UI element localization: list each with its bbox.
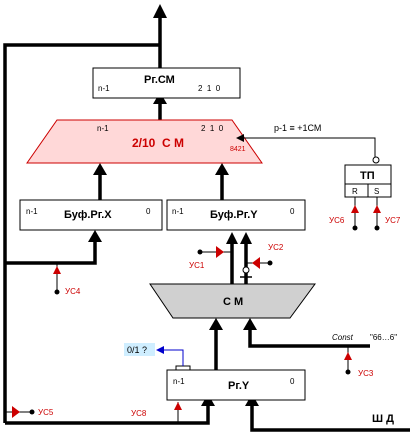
bus-arrowheads: [88, 4, 259, 406]
control-label-us7: УС7: [385, 216, 401, 225]
bufy-msb: n-1: [172, 207, 184, 216]
adder-in-right-arrowhead: [215, 163, 229, 175]
register-cm-digits: 2 1 0: [198, 84, 221, 93]
bufy-in-arrowhead-a: [226, 232, 238, 244]
const-to-cm-bus: [248, 324, 370, 348]
rgy-msb: n-1: [173, 377, 185, 386]
control-label-us8: УС8: [131, 409, 147, 418]
carry-input: p-1 ≡ +1СМ: [236, 123, 376, 162]
output-arrowhead: [153, 4, 167, 18]
cm-in-arrowhead-b: [243, 318, 257, 330]
control-label-us6: УС6: [329, 216, 345, 225]
control-label-us1: УС1: [189, 261, 205, 270]
tp-label: ТП: [360, 170, 375, 182]
carry-label: p-1 ≡ +1СМ: [274, 123, 321, 133]
left-bus-loop: [3, 43, 160, 423]
adder-msb: n-1: [97, 124, 109, 133]
bufx-feed-bus: [5, 235, 97, 265]
cm-label: С М: [223, 296, 243, 308]
constant-input: Const "66…6" УС3: [332, 333, 397, 378]
register-cm-label: Рг.СМ: [144, 74, 175, 86]
const-value: "66…6": [370, 333, 397, 342]
control-us5: УС5: [5, 406, 54, 418]
control-label-us4: УС4: [65, 287, 81, 296]
control-us8: УС8: [131, 402, 182, 423]
register-cm: n-1 Рг.СМ 2 1 0: [92, 67, 241, 99]
bcd-adder: n-1 2 1 0 2/10 С М 8421: [26, 119, 263, 164]
buffer-register-y: n-1 Буф.Рг.Y 0: [166, 199, 306, 231]
data-bus-label: Ш Д: [372, 413, 394, 425]
adder-digits: 2 1 0: [201, 124, 224, 133]
adder-subscript: 8421: [230, 146, 246, 153]
bus-lines: [3, 14, 410, 432]
rgy-label: Рг.Y: [228, 380, 250, 392]
sign-query: 0/1 ?: [124, 343, 184, 366]
register-cm-msb: n-1: [98, 84, 110, 93]
bus-into-rgy-b: [250, 400, 410, 432]
adder-label: 2/10 С М: [132, 136, 184, 150]
control-label-us2: УС2: [268, 243, 284, 252]
tp-r: R: [352, 187, 358, 196]
bufy-label: Буф.Рг.Y: [210, 209, 258, 221]
control-label-us3: УС3: [358, 369, 374, 378]
bufy-in-arrowhead-b: [240, 232, 252, 244]
bufx-msb: n-1: [26, 207, 38, 216]
tp-s: S: [374, 187, 379, 196]
const-word: Const: [332, 333, 354, 342]
control-label-us5: УС5: [38, 408, 54, 417]
query-label: 0/1 ?: [127, 345, 147, 355]
trigger-tp: ТП R S УС6 УС7: [329, 156, 401, 231]
cm-in-arrowhead-a: [209, 318, 223, 330]
bufx-label: Буф.Рг.Х: [64, 209, 112, 221]
bufx-lsb: 0: [146, 207, 151, 216]
control-us2: УС2: [246, 243, 284, 269]
bufx-in-arrowhead: [88, 230, 102, 242]
control-us4: УС4: [53, 263, 81, 296]
buffer-register-x: n-1 Буф.Рг.Х 0: [19, 199, 163, 231]
rgy-lsb: 0: [290, 377, 295, 386]
binary-adder-cm: С М: [149, 283, 316, 319]
adder-in-left-arrowhead: [93, 163, 107, 175]
bus-into-rgy-a: [5, 400, 210, 425]
bufy-lsb: 0: [290, 207, 295, 216]
inversion-marker: [240, 266, 252, 278]
register-y: n-1 Рг.Y 0: [166, 365, 306, 401]
control-us1: УС1: [189, 246, 232, 270]
